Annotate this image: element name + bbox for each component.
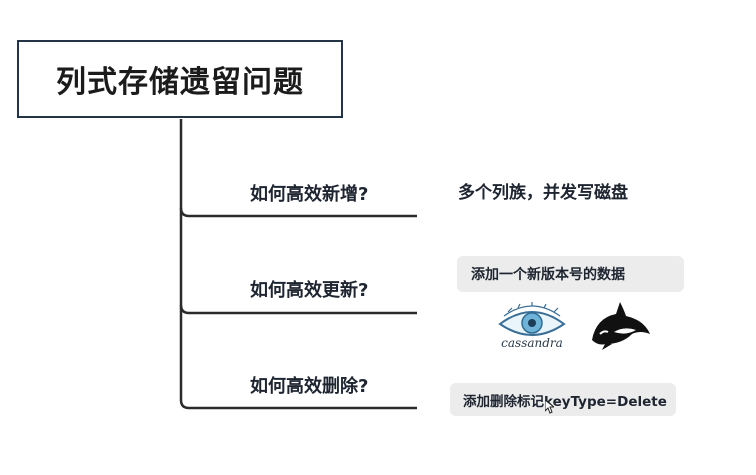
branch-line-2 bbox=[179, 304, 417, 315]
branch-line-1 bbox=[179, 207, 417, 218]
answer-update-pill: 添加一个新版本号的数据 bbox=[457, 256, 684, 292]
question-update: 如何高效更新? bbox=[250, 280, 369, 301]
cassandra-label: cassandra bbox=[501, 336, 563, 350]
orca-whale-icon bbox=[592, 302, 650, 350]
answer-add: 多个列族，并发写磁盘 bbox=[458, 183, 628, 203]
mouse-cursor-icon bbox=[545, 400, 554, 414]
diagram-title: 列式存储遗留问题 bbox=[17, 40, 343, 118]
question-delete: 如何高效删除? bbox=[250, 376, 369, 397]
answer-delete-pill: 添加删除标记keyType=Delete bbox=[450, 383, 676, 416]
trunk-line bbox=[179, 119, 417, 410]
answer-delete-text: 添加删除标记keyType=Delete bbox=[463, 393, 667, 410]
question-add: 如何高效新增? bbox=[250, 184, 369, 205]
answer-update-text: 添加一个新版本号的数据 bbox=[471, 267, 625, 283]
cassandra-eye-icon bbox=[498, 302, 566, 336]
